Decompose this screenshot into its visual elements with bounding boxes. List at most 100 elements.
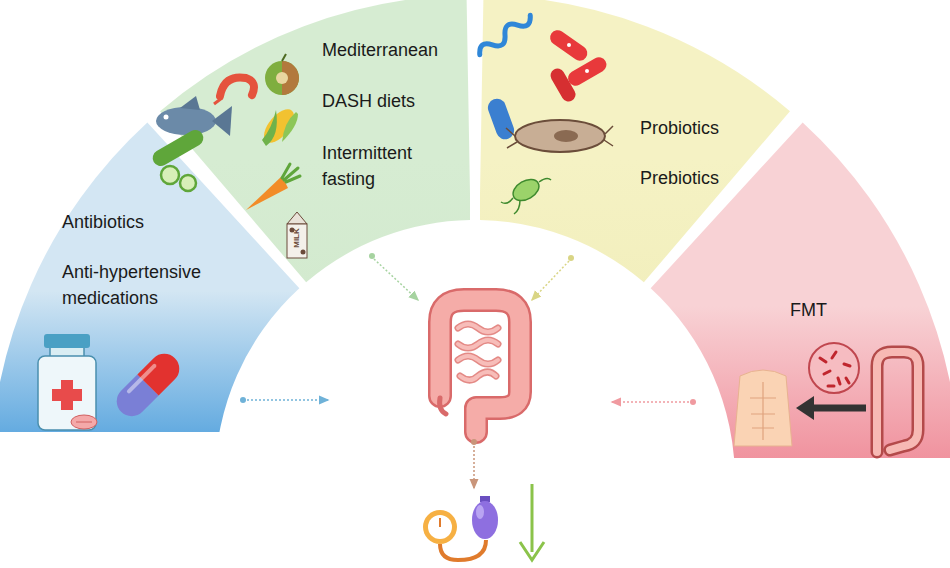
- fruit-icon: [282, 61, 299, 95]
- effect-arrow: [568, 255, 574, 261]
- cucumber-icon: [161, 166, 179, 184]
- effect-arrow: [240, 253, 696, 488]
- medicine-bottle: [52, 389, 82, 401]
- microbiota-circle: [809, 343, 859, 393]
- corn-icon: [262, 110, 277, 146]
- gut-illustration: [458, 324, 498, 380]
- sector-text: FMT: [790, 297, 890, 323]
- corn-icon: [258, 104, 299, 147]
- sector-text: Anti-hypertensive medications: [62, 259, 227, 311]
- donor-intestine: [877, 352, 918, 452]
- shrimp-icon: [214, 98, 222, 104]
- torso-icon: [734, 370, 792, 446]
- blood-pressure-gauge: [480, 496, 490, 502]
- transfer-arrow: [810, 405, 866, 412]
- cucumber-icon: [150, 127, 206, 191]
- decrease-arrow: [531, 484, 534, 552]
- flagellate-bacterium: [501, 175, 551, 214]
- sector-text: Probiotics: [640, 115, 780, 141]
- capsule-pill: [126, 363, 157, 394]
- donor-intestine: [877, 352, 918, 452]
- paramecium-icon: [506, 120, 613, 152]
- blood-pressure-gauge: [428, 515, 452, 539]
- gut-illustration: [440, 398, 446, 414]
- fruit-icon: [282, 54, 286, 61]
- cucumber-icon: [180, 175, 196, 191]
- paramecium-icon: [515, 120, 605, 152]
- capsule-pill: [111, 374, 159, 422]
- rod-bacteria: [585, 69, 589, 73]
- medicine-bottle: [38, 334, 97, 430]
- sector-fill: [160, 0, 470, 282]
- sector-fill: [651, 122, 950, 458]
- capsule-pill: [111, 348, 186, 423]
- shrimp-icon: [220, 77, 254, 96]
- fish-icon: [156, 96, 232, 136]
- paramecium-icon: [554, 130, 578, 142]
- milk-carton: [287, 212, 307, 258]
- effect-arrow: [532, 261, 569, 300]
- milk-carton: [301, 250, 306, 255]
- blood-pressure-gauge: [423, 496, 498, 560]
- spiral-bacterium: [476, 11, 534, 60]
- medicine-bottle: [76, 422, 92, 423]
- sector-text: Antibiotics: [62, 209, 262, 235]
- milk-carton: [287, 212, 307, 224]
- gut-illustration: [440, 300, 520, 432]
- effect-arrow: [690, 399, 696, 405]
- effect-arrow: [247, 399, 328, 401]
- carrot-icon: [282, 164, 300, 182]
- rod-bacteria: [548, 66, 578, 104]
- sector-shape: [645, 118, 950, 460]
- flagellate-bacterium: [509, 175, 542, 205]
- blood-pressure-gauge: [423, 510, 457, 544]
- decrease-arrow: [520, 484, 544, 560]
- transfer-arrow: [796, 396, 814, 420]
- rod-bacteria: [567, 43, 571, 47]
- sector-text: DASH diets: [322, 88, 462, 114]
- flagellate-bacterium: [501, 178, 551, 214]
- blood-pressure-gauge: [472, 501, 498, 539]
- blood-pressure-gauge: [440, 540, 486, 560]
- medicine-bottle: [71, 415, 97, 429]
- microbiota-circle: [820, 352, 850, 386]
- rod-bacteria: [565, 54, 609, 88]
- fish-icon: [156, 107, 216, 135]
- effect-arrow: [374, 259, 418, 300]
- fish-icon: [212, 106, 232, 136]
- medicine-bottle: [61, 380, 73, 410]
- fruit-icon: [276, 72, 288, 84]
- effect-arrow: [240, 397, 246, 403]
- fruit-icon: [265, 61, 299, 95]
- medicine-bottle: [38, 356, 96, 430]
- rod-bacteria: [547, 27, 590, 63]
- blue-bacterium: [485, 96, 516, 142]
- fruit-icon: [265, 54, 299, 95]
- torso-icon: [734, 370, 792, 446]
- effect-arrow: [612, 401, 689, 403]
- microbiota-circle: [809, 343, 859, 393]
- carrot-icon: [246, 176, 288, 210]
- medicine-bottle: [50, 346, 84, 358]
- effect-arrow: [473, 446, 475, 488]
- corn-icon: [282, 112, 298, 142]
- decrease-arrow: [520, 542, 544, 560]
- torso-icon: [750, 382, 776, 440]
- capsule-pill: [137, 348, 185, 396]
- sector-text: Intermittent fasting: [322, 140, 437, 192]
- gut-illustration: [458, 324, 498, 380]
- blue-bacterium: [485, 96, 516, 142]
- corn-icon: [258, 104, 299, 147]
- fish-icon: [180, 96, 200, 110]
- transfer-arrow: [796, 396, 866, 420]
- intervention-sector: MediterraneanDASH dietsIntermittent fast…: [155, 0, 470, 290]
- blood-pressure-gauge: [476, 505, 484, 519]
- fish-icon: [164, 115, 169, 120]
- gut-illustration: [440, 300, 520, 432]
- donor-intestine: [877, 352, 918, 452]
- carton-label: MILK: [292, 221, 302, 255]
- gut-illustration: [440, 300, 520, 432]
- rod-bacteria: [547, 27, 609, 104]
